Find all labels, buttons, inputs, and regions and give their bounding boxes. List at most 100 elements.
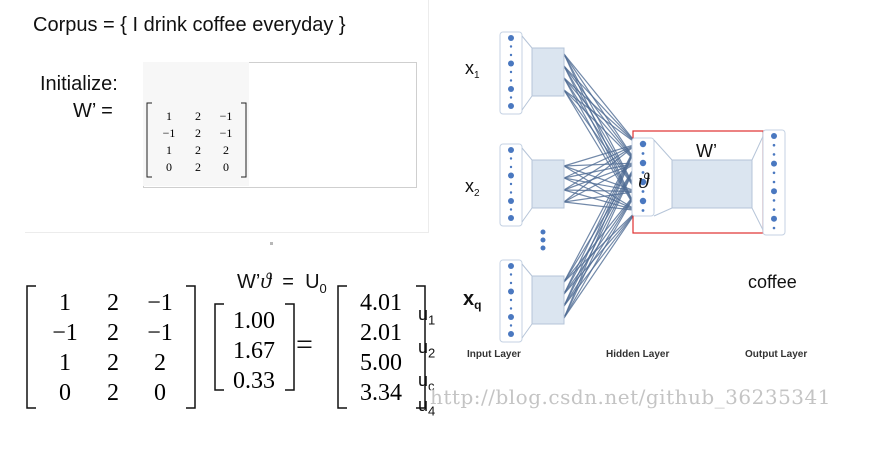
ellipsis-dot [540,237,546,243]
result-cell: 3.34 [360,380,402,406]
input-label-3: xq [463,288,481,312]
hidden-node [641,171,645,174]
matrix-cell: 2 [195,126,201,140]
input-node [508,288,514,295]
input-label-2: x2 [465,176,480,199]
matrix-cell: 2 [107,350,119,376]
hidden-node [639,197,647,205]
output-word: coffee [748,272,797,292]
result-cell: 2.01 [360,320,402,346]
input-node [508,60,514,67]
matrix-bracket-right [241,102,247,178]
matrix-cell: 0 [59,380,71,406]
result-cell: 4.01 [360,290,402,316]
cbow-network-diagram: x1 x2 xq ϑ W’ coffee Input Layer Hidden … [440,20,880,370]
panel-divider-horizontal [25,232,429,233]
connection-lines [563,53,638,319]
hidden-node [641,152,645,155]
output-node [772,208,776,211]
equals-sign: = [296,328,313,361]
matrix-cell: 1 [166,109,172,123]
u-label: u4 [418,395,436,419]
vector-cell: 1.67 [233,338,275,364]
initialize-label: Initialize: [40,73,118,95]
matrix-bracket-left [146,102,152,178]
decorative-dot [270,242,273,245]
panel-divider [428,0,429,232]
matrix-cell: 2 [223,143,229,157]
matrix-cell: 0 [223,160,229,174]
input-node [509,70,513,74]
input-node [509,298,513,302]
matrix-cell: 2 [195,143,201,157]
output-node [771,133,777,139]
matrix-cell: 2 [195,109,201,123]
hidden-layer-label: Hidden Layer [606,349,669,360]
input-node [509,53,513,57]
init-matrix-panel [143,62,249,186]
output-node [772,171,776,175]
input-node [509,324,513,327]
input-node [509,165,513,169]
hidden-weight-label: W’ [696,141,717,161]
input-node [509,281,513,285]
input-node [509,79,513,82]
corpus-text: Corpus = { I drink coffee everyday } [33,14,346,36]
output-node [771,160,777,167]
matrix-cell: 2 [107,380,119,406]
output-node [771,188,777,195]
matrix-cell: 0 [166,160,172,174]
input-node [508,314,514,320]
equation-lhs: W’ [237,271,261,293]
input-weight-matrix [531,159,565,209]
input-node [509,182,513,186]
output-node [772,226,776,230]
hidden-symbol: ϑ [638,168,650,193]
u-label: u1 [418,304,436,328]
hidden-to-output-matrix [671,159,753,209]
input-node [508,215,514,221]
input-node [509,157,513,160]
matrix-cell: −1 [220,109,233,123]
matrix-cell: −1 [147,290,173,316]
ellipsis-dot [540,229,546,235]
hidden-node-column [631,137,655,217]
input-node [508,35,514,41]
matrix-cell: 2 [107,320,119,346]
matrix-cell: −1 [220,126,233,140]
output-node [772,153,776,156]
matrix-cell: 2 [154,350,166,376]
hidden-node [641,209,645,212]
input-layer-label: Input Layer [467,349,521,360]
input-node [508,172,514,179]
w-prime-label: W’ = [73,100,113,122]
matrix-cell: −1 [52,320,78,346]
u-label: u2 [418,337,436,361]
matrix-cell: −1 [147,320,173,346]
input-node [509,191,513,194]
matrix-cell: 1 [59,350,71,376]
input-node [509,208,513,211]
ellipsis-dot [540,245,546,251]
vector-cell: 0.33 [233,368,275,394]
input-node [508,147,514,153]
input-node [509,307,513,310]
output-node [772,143,776,147]
input-group [499,143,565,227]
input-group [499,259,565,343]
input-node [509,96,513,99]
vector-cell: 1.00 [233,308,275,334]
input-node [508,86,514,92]
input-weight-matrix [531,275,565,325]
watermark-url: http://blog.csdn.net/github_36235341 [430,385,831,409]
input-node [508,103,514,109]
equation-rhs: U [305,271,320,293]
output-layer-label: Output Layer [745,349,807,360]
hidden-node [641,190,645,193]
input-node [508,263,514,269]
input-node [508,198,514,204]
equation-equals: = [282,271,294,293]
output-node [772,180,776,184]
input-node [508,331,514,337]
